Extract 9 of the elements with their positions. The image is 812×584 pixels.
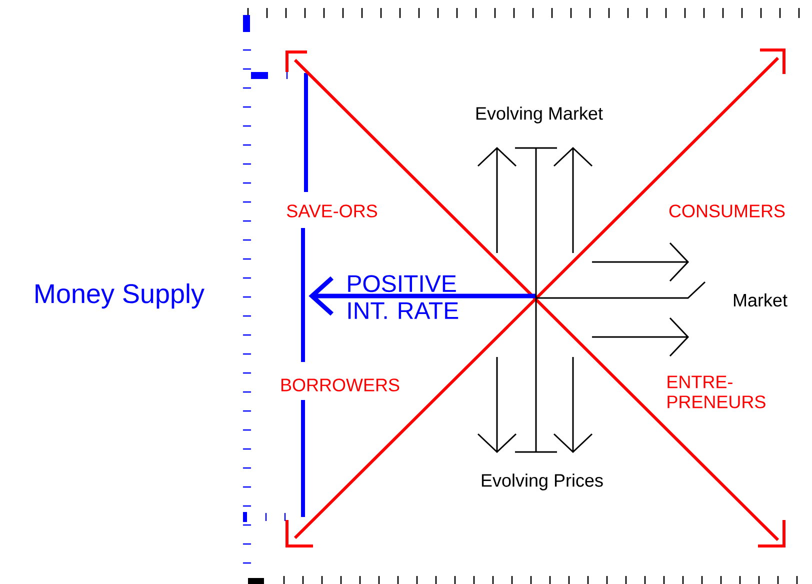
label: POSITIVE INT. RATE [348, 275, 458, 319]
label: Market [734, 293, 788, 307]
label: CONSUMERS [669, 204, 785, 218]
label: BORROWERS [281, 378, 400, 392]
label: ENTRE- PRENEURS [668, 376, 766, 408]
label: Evolving Prices [482, 474, 603, 490]
label: Evolving Market [476, 106, 603, 124]
label: SAVE-ORS [286, 204, 378, 218]
label: Money Supply [36, 283, 204, 309]
